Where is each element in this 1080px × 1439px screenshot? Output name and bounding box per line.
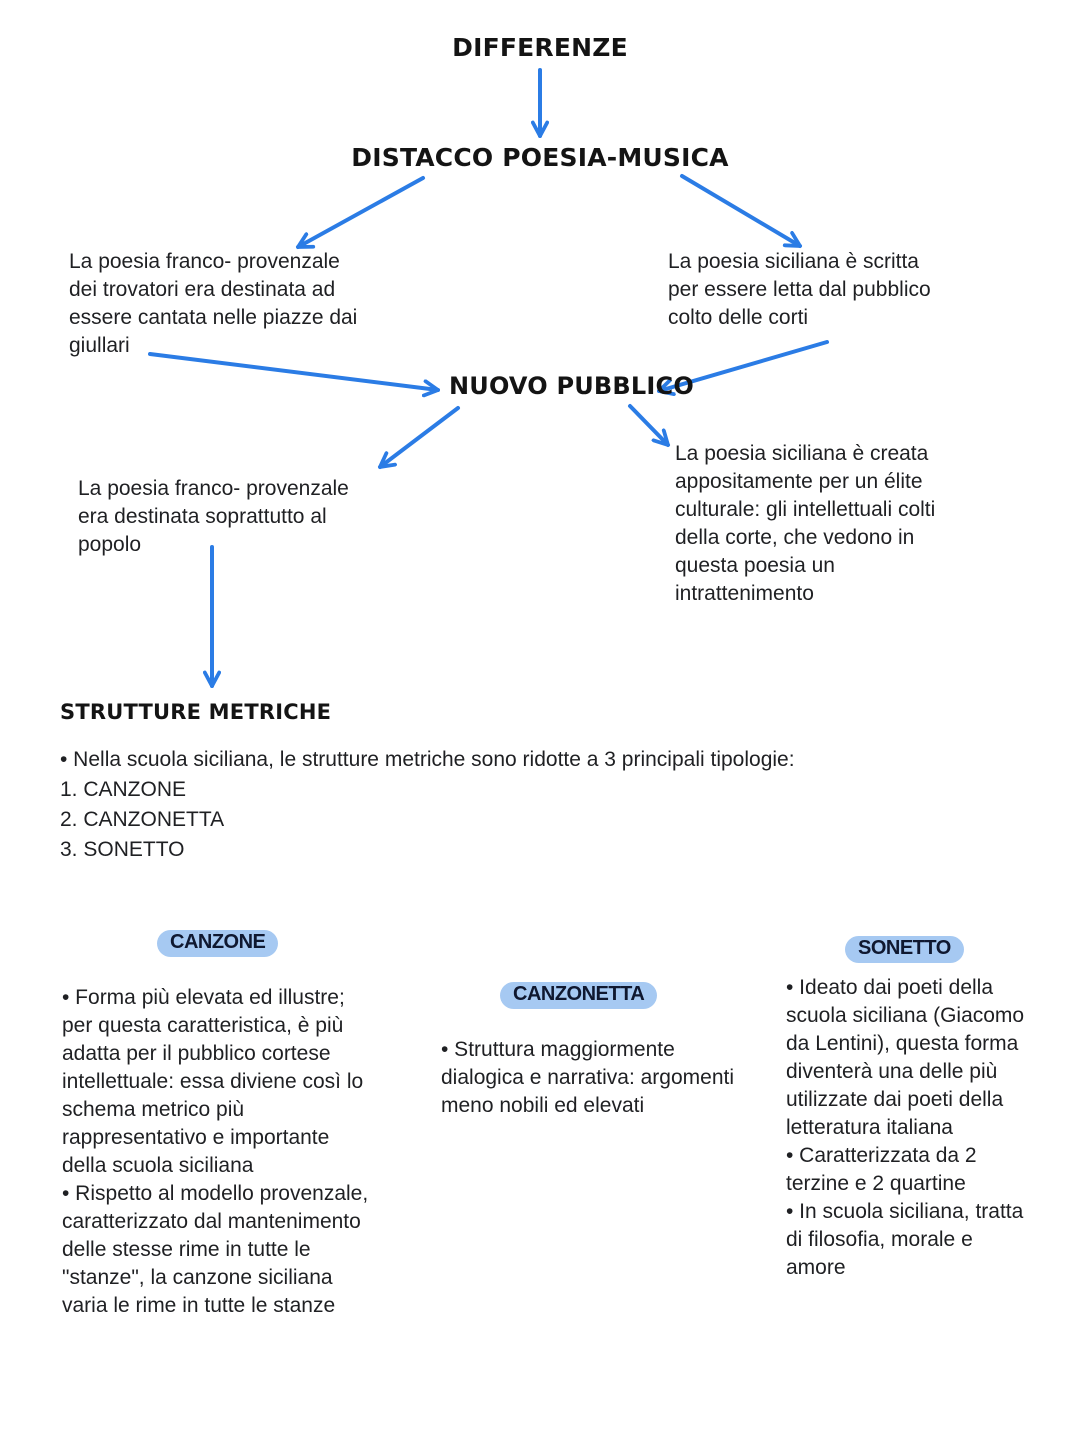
canzone-section-text: • Forma più elevata ed illustre; per que… bbox=[62, 984, 372, 1320]
node-siciliana-letta: La poesia siciliana è scritta per essere… bbox=[668, 250, 931, 329]
bullet-item: • Rispetto al modello provenzale, caratt… bbox=[62, 1182, 369, 1317]
node-nuovo-pubblico: NUOVO PUBBLICO bbox=[449, 372, 694, 400]
arrow-nuovo-franco-popolo bbox=[378, 406, 460, 469]
bullet-item: • In scuola siciliana, tratta di filosof… bbox=[786, 1200, 1024, 1279]
arrow-nuovo-siciliana-elite bbox=[628, 404, 670, 447]
arrow-distacco-franco-piazze bbox=[296, 176, 425, 249]
strutture-metriche-heading: STRUTTURE METRICHE bbox=[60, 700, 332, 724]
sonetto-section-text: • Ideato dai poeti della scuola sicilian… bbox=[786, 974, 1032, 1282]
node-differenze: DIFFERENZE bbox=[452, 33, 628, 62]
strutture-intro: • Nella scuola siciliana, le strutture m… bbox=[60, 748, 795, 771]
canzone-label-pill: CANZONE bbox=[157, 930, 279, 957]
node-franco-provenzale-popolo: La poesia franco- provenzale era destina… bbox=[78, 477, 349, 556]
bullet-item: • Forma più elevata ed illustre; per que… bbox=[62, 986, 364, 1177]
canzonetta-label-pill: CANZONETTA bbox=[500, 982, 658, 1009]
strutture-item-sonetto: 3. SONETTO bbox=[60, 838, 185, 861]
bullet-item: • Ideato dai poeti della scuola sicilian… bbox=[786, 976, 1025, 1139]
strutture-item-canzone: 1. CANZONE bbox=[60, 778, 187, 801]
node-franco-provenzale-piazze: La poesia franco- provenzale dei trovato… bbox=[69, 250, 358, 357]
canzonetta-section-text: • Struttura maggiormente dialogica e nar… bbox=[441, 1036, 741, 1120]
bullet-item: • Caratterizzata da 2 terzine e 2 quarti… bbox=[786, 1144, 977, 1195]
node-siciliana-elite: La poesia siciliana è creata appositamen… bbox=[675, 442, 936, 605]
arrow-distacco-siciliana-letta bbox=[680, 174, 802, 248]
sonetto-label-pill: SONETTO bbox=[845, 936, 964, 963]
strutture-item-canzonetta: 2. CANZONETTA bbox=[60, 808, 225, 831]
node-distacco-poesia-musica: DISTACCO POESIA-MUSICA bbox=[351, 143, 729, 172]
bullet-item: • Struttura maggiormente dialogica e nar… bbox=[441, 1038, 734, 1117]
